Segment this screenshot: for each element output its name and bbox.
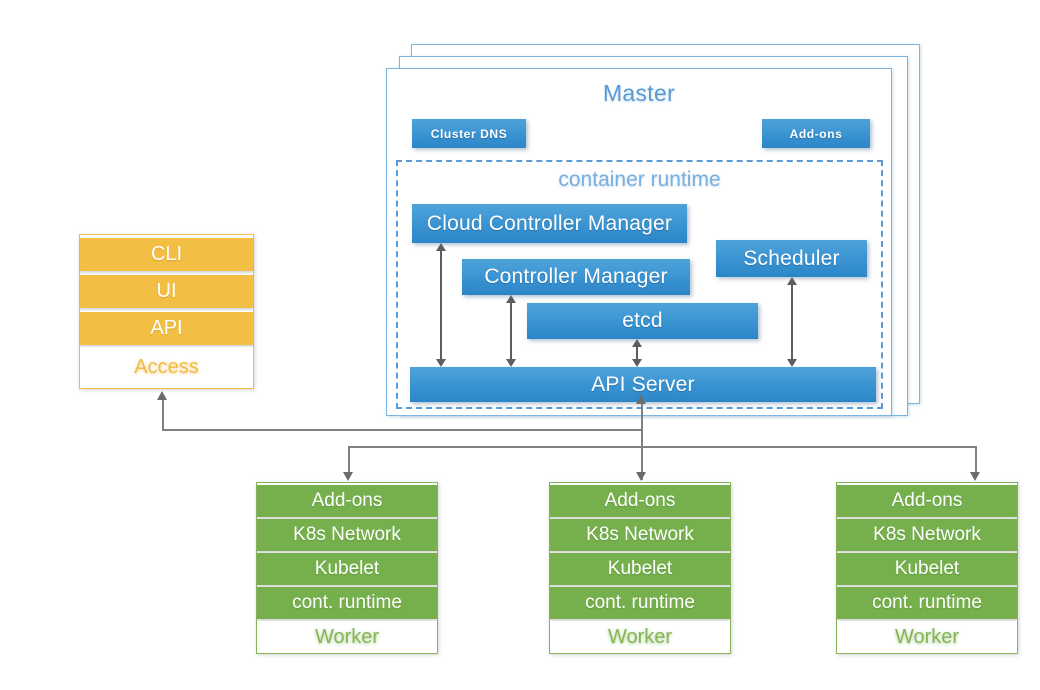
arrow-shaft (440, 250, 442, 360)
arrowhead-down (506, 359, 516, 367)
worker-row-kubelet[interactable]: Kubelet (257, 553, 437, 585)
arrow-etcd-to-api-server (629, 339, 645, 367)
master-addons-box[interactable]: Add-ons (762, 119, 870, 148)
worker-row-cont-runtime[interactable]: cont. runtime (837, 587, 1017, 619)
arrowhead-into-api-server (636, 395, 646, 404)
access-row-api[interactable]: API (80, 312, 253, 345)
worker-row-k8s-network[interactable]: K8s Network (257, 519, 437, 551)
worker-row-k8s-network[interactable]: K8s Network (837, 519, 1017, 551)
arrowhead-down (436, 359, 446, 367)
controller-manager-box[interactable]: Controller Manager (462, 259, 690, 295)
worker-row-kubelet[interactable]: Kubelet (837, 553, 1017, 585)
connector-api-server-trunk (641, 402, 643, 480)
arrowhead-down (787, 359, 797, 367)
worker-stack-2: Add-ons K8s Network Kubelet cont. runtim… (549, 482, 731, 654)
connector-worker-bus (348, 446, 977, 448)
access-stack: CLI UI API Access (79, 234, 254, 389)
arrow-ccm-to-api-server (433, 243, 449, 367)
arrowhead-into-worker-3 (970, 472, 980, 481)
worker-row-kubelet[interactable]: Kubelet (550, 553, 730, 585)
container-runtime-title: container runtime (558, 168, 721, 191)
worker-row-addons[interactable]: Add-ons (257, 485, 437, 517)
connector-worker-3-drop (975, 446, 977, 474)
arrowhead-up (506, 295, 516, 303)
connector-worker-1-drop (348, 446, 350, 474)
worker-footer-label: Worker (837, 621, 1017, 653)
arrowhead-up (632, 339, 642, 347)
worker-row-addons[interactable]: Add-ons (837, 485, 1017, 517)
container-runtime-region (396, 160, 883, 409)
worker-row-cont-runtime[interactable]: cont. runtime (550, 587, 730, 619)
access-row-ui[interactable]: UI (80, 275, 253, 308)
etcd-box[interactable]: etcd (527, 303, 758, 339)
worker-footer-label: Worker (257, 621, 437, 653)
arrow-shaft (636, 346, 638, 360)
scheduler-box[interactable]: Scheduler (716, 240, 867, 277)
arrowhead-down (632, 359, 642, 367)
arrow-scheduler-to-api-server (784, 277, 800, 367)
connector-access-riser (162, 398, 164, 430)
access-row-cli[interactable]: CLI (80, 238, 253, 271)
worker-row-k8s-network[interactable]: K8s Network (550, 519, 730, 551)
worker-footer-label: Worker (550, 621, 730, 653)
connector-access-bus (162, 429, 643, 431)
arrow-shaft (510, 302, 512, 360)
arrowhead-into-worker-2 (636, 472, 646, 481)
arrowhead-into-worker-1 (343, 472, 353, 481)
worker-row-addons[interactable]: Add-ons (550, 485, 730, 517)
master-title: Master (602, 80, 676, 106)
worker-stack-1: Add-ons K8s Network Kubelet cont. runtim… (256, 482, 438, 654)
arrow-controller-manager-to-api-server (503, 295, 519, 367)
cloud-controller-manager-box[interactable]: Cloud Controller Manager (412, 204, 687, 243)
arrowhead-into-access (157, 391, 167, 400)
arrowhead-up (787, 277, 797, 285)
connector-worker-2-drop (641, 446, 643, 474)
cluster-dns-box[interactable]: Cluster DNS (412, 119, 526, 148)
arrowhead-up (436, 243, 446, 251)
worker-row-cont-runtime[interactable]: cont. runtime (257, 587, 437, 619)
access-footer-label: Access (80, 347, 253, 388)
worker-stack-3: Add-ons K8s Network Kubelet cont. runtim… (836, 482, 1018, 654)
arrow-shaft (791, 284, 793, 360)
